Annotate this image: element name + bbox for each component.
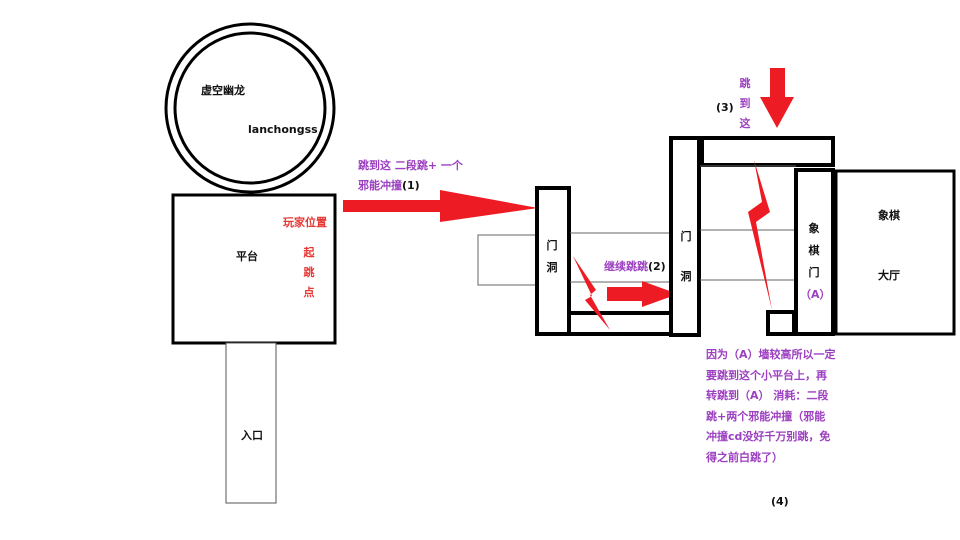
player-position-label: 玩家位置 bbox=[283, 216, 327, 229]
step2-tag: (2) bbox=[648, 260, 666, 273]
door-hole-mid-box bbox=[669, 136, 701, 337]
door-hole-left-label: 门洞 bbox=[546, 239, 558, 274]
lower-ledge bbox=[567, 311, 673, 336]
entrance-corridor bbox=[225, 342, 277, 504]
platform-label: 平台 bbox=[236, 250, 258, 263]
jump-point-label: 起跳点 bbox=[303, 246, 315, 299]
step4-tag: (4) bbox=[771, 495, 789, 508]
chess-door-tag: （A） bbox=[800, 288, 831, 301]
step1-tag: (1) bbox=[402, 179, 420, 192]
chess-hall-box bbox=[834, 169, 956, 336]
step3-annotation: 跳到这 bbox=[739, 77, 751, 130]
chess-hall-label-1: 象棋 bbox=[878, 209, 900, 222]
step1-annotation: 跳到这 二段跳+ 一个邪能冲撞(1) bbox=[358, 159, 463, 192]
arrow-step2 bbox=[607, 281, 678, 307]
lightning-step3 bbox=[748, 160, 772, 310]
boss-inner-ring bbox=[173, 31, 327, 185]
small-outer-box bbox=[477, 234, 537, 286]
boss-name-label: 虚空幽龙 bbox=[201, 84, 245, 97]
boss-id-label: lanchongss bbox=[248, 123, 318, 136]
chess-hall-label-2: 大厅 bbox=[878, 269, 900, 282]
chess-door-label: 象棋门 bbox=[808, 222, 820, 279]
lightning-step2 bbox=[573, 256, 610, 330]
door-hole-mid-label: 门洞 bbox=[680, 230, 692, 283]
step4-annotation: 因为（A）墙较高所以一定要跳到这个小平台上，再转跳到（A） 消耗：二段跳+两个邪… bbox=[706, 348, 836, 464]
chess-door-box bbox=[794, 168, 835, 336]
top-ledge bbox=[700, 136, 835, 167]
entrance-label: 入口 bbox=[241, 429, 263, 442]
step2-annotation: 继续跳跳(2) bbox=[604, 260, 666, 273]
arrow-step3 bbox=[760, 68, 794, 128]
small-platform bbox=[766, 310, 796, 336]
arrow-step1 bbox=[343, 190, 538, 222]
door-hole-left-box bbox=[535, 186, 571, 336]
step3-tag: (3) bbox=[716, 101, 734, 114]
platform-box bbox=[171, 193, 337, 345]
boss-outer-ring bbox=[164, 22, 336, 194]
